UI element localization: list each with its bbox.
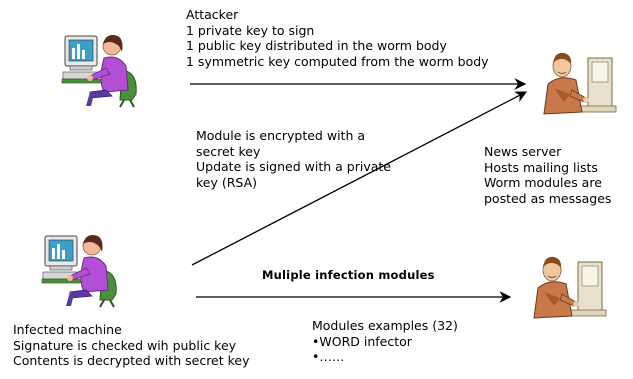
attacker-line-3: 1 symmetric key computed from the worm b… [186, 53, 489, 69]
attacker-line-1: 1 private key to sign [186, 22, 315, 38]
module-line-1: Module is encrypted with a [196, 128, 365, 143]
module-line-3: Update is signed with a private [196, 159, 391, 174]
modules-examples-line-3: •…… [312, 349, 345, 364]
news-server-line-2: Hosts mailing lists [484, 159, 598, 175]
woman-at-computer-icon [61, 35, 137, 108]
infected-line-1: Infected machine [13, 322, 122, 337]
infected-line-2: Signature is checked wih public key [13, 337, 237, 353]
news-server-line-3: Worm modules are [484, 175, 602, 190]
module-line-4: key (RSA) [196, 174, 258, 190]
modules-examples-text-block: Modules examples (32) •WORD infector •…… [312, 318, 458, 365]
modules-examples-line-2: •WORD infector [312, 333, 412, 349]
woman-at-computer-icon [41, 235, 117, 308]
multiple-infection-modules-label: Muliple infection modules [262, 268, 435, 282]
man-at-desk-icon [533, 256, 607, 319]
news-server-line-1: News server [484, 144, 562, 159]
module-line-2: secret key [196, 143, 261, 159]
news-server-line-4: posted as messages [484, 190, 612, 206]
arrow-infected-to-news-server [191, 91, 528, 266]
man-at-desk-icon [543, 52, 617, 115]
attacker-line-2: 1 public key distributed in the worm bod… [186, 38, 447, 53]
news-server-text-block: News server Hosts mailing lists Worm mod… [484, 144, 611, 206]
attacker-text-block: Attacker 1 private key to sign 1 public … [186, 7, 489, 69]
attacker-title: Attacker [186, 7, 239, 22]
infected-machine-text-block: Infected machine Signature is checked wi… [13, 322, 250, 369]
infected-line-3: Contents is decrypted with secret key [13, 353, 250, 368]
modules-examples-line-1: Modules examples (32) [312, 318, 458, 333]
module-text-block: Module is encrypted with a secret key Up… [196, 128, 391, 190]
